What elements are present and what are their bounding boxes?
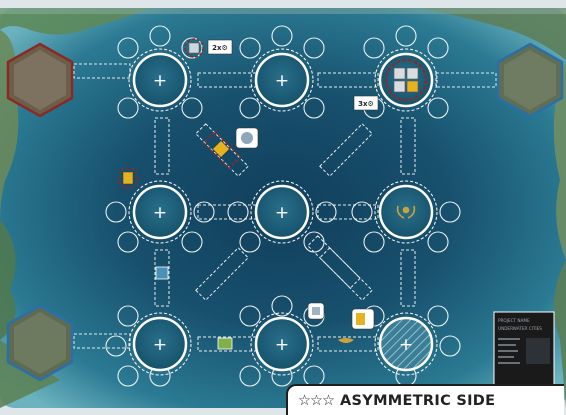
project-card-header: PROJECT NAME: [498, 318, 530, 323]
plus-icon: +: [153, 71, 167, 91]
plus-icon: +: [153, 203, 167, 223]
bonus-token-right[interactable]: 3x⚙: [354, 96, 378, 110]
tunnel-token-bottom[interactable]: [218, 338, 232, 349]
top-link-tag: 2x⚙: [212, 44, 228, 52]
small-token-bottom-middle[interactable]: [308, 303, 324, 319]
project-card-title: UNDERWATER CITIES: [498, 326, 542, 331]
plus-icon: +: [399, 335, 413, 355]
plus-icon: +: [153, 335, 167, 355]
side-label: ☆☆☆ ASYMMETRIC SIDE: [286, 384, 564, 415]
plus-icon: +: [275, 335, 289, 355]
plus-icon: +: [275, 203, 289, 223]
project-card[interactable]: PROJECT NAME UNDERWATER CITIES: [494, 312, 554, 394]
right-link-tag: 3x⚙: [358, 100, 374, 108]
side-label-text: ASYMMETRIC SIDE: [340, 393, 495, 409]
plus-icon: +: [275, 71, 289, 91]
tunnel-token-left[interactable]: [156, 267, 168, 279]
star-icons: ☆☆☆: [298, 393, 334, 409]
small-token-bottom-right[interactable]: [352, 309, 374, 329]
